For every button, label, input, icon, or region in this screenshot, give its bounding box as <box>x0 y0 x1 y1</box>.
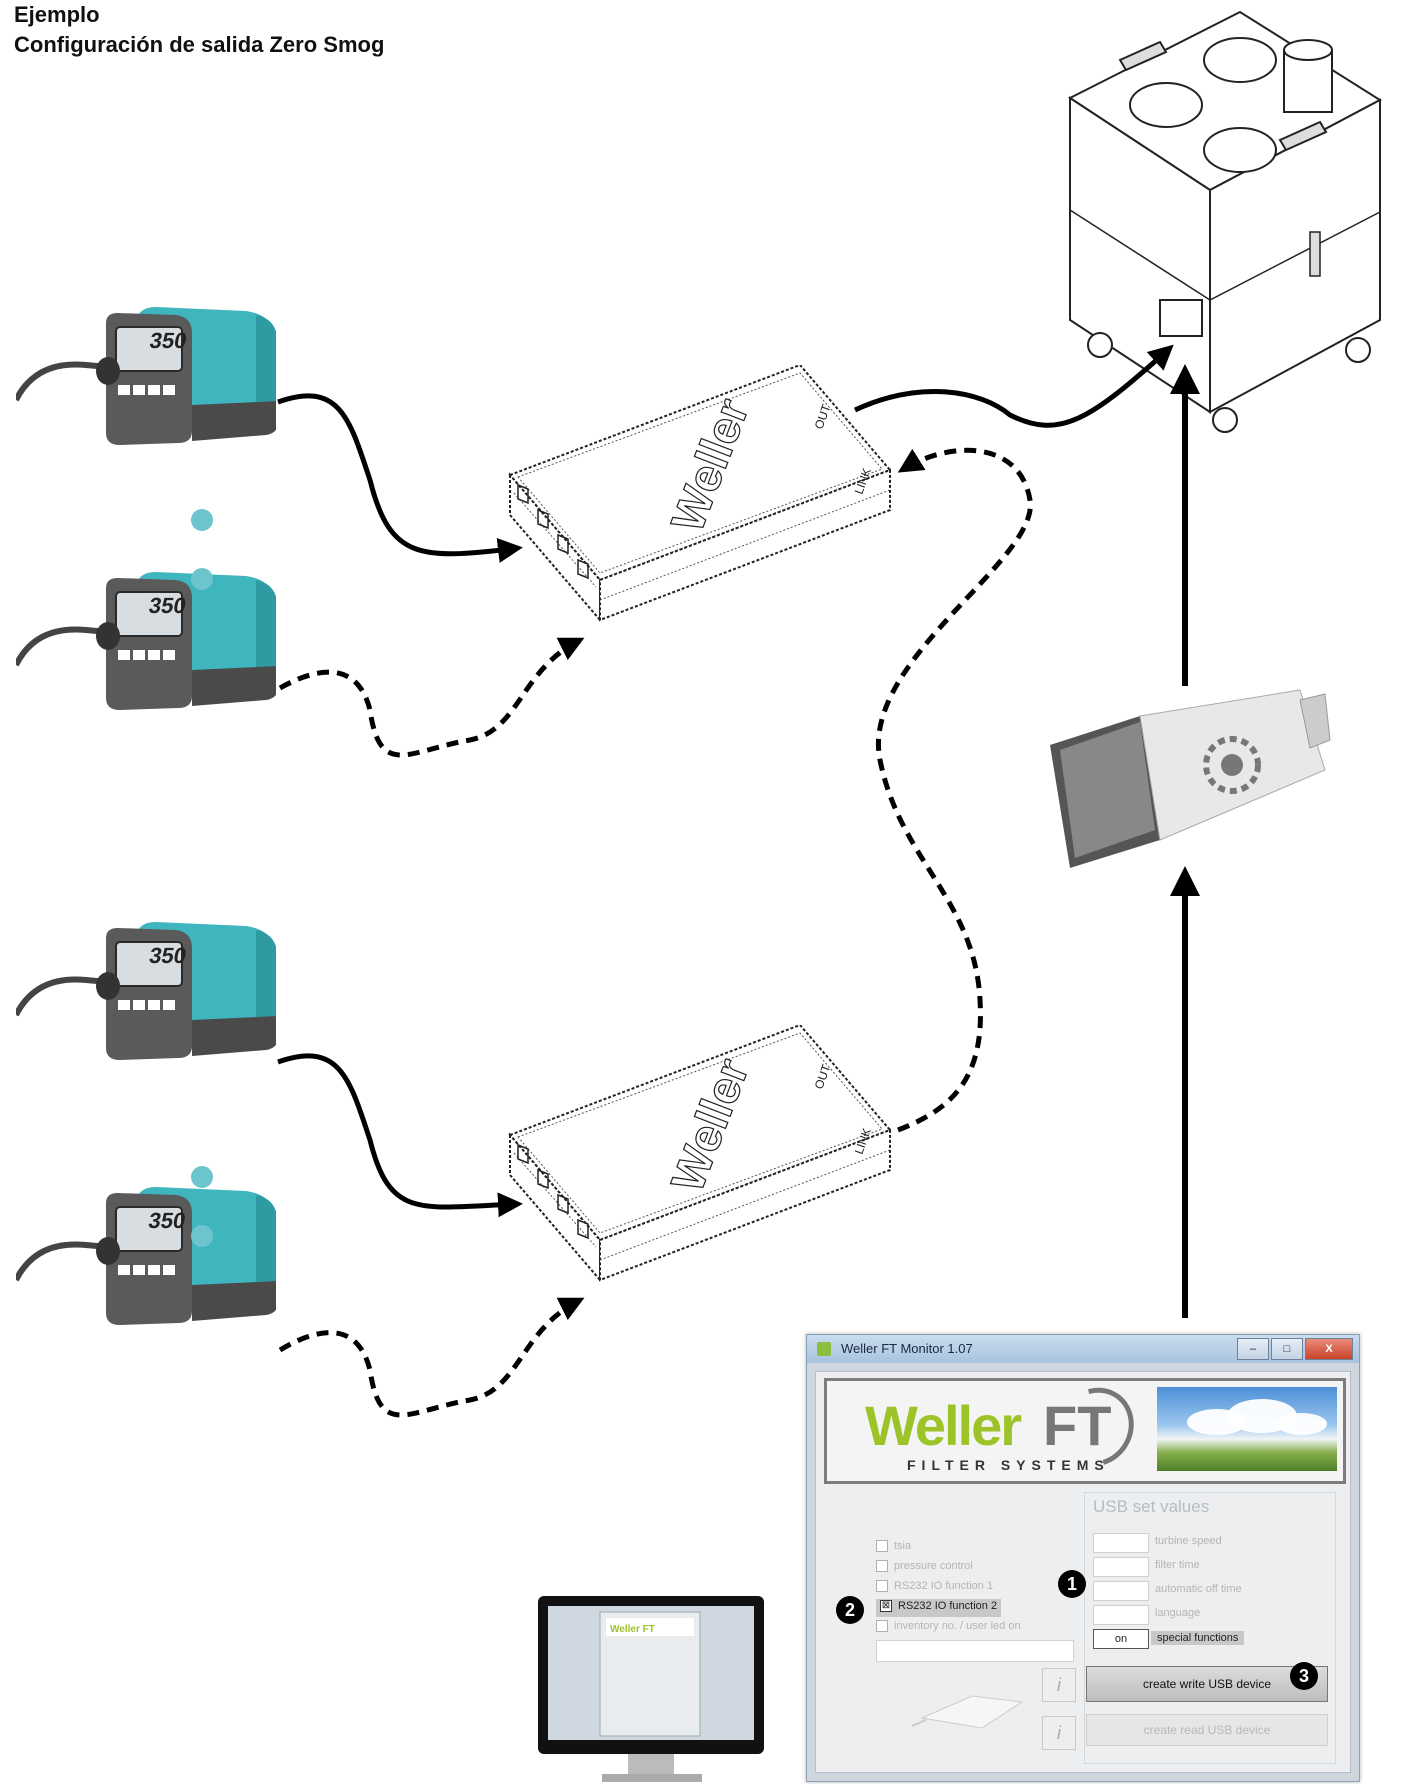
checkbox-label: RS232 IO function 1 <box>894 1580 994 1592</box>
language-label: language <box>1155 1607 1201 1619</box>
usb-panel-header: USB set values <box>1093 1497 1210 1516</box>
automatic-off-time-label: automatic off time <box>1155 1583 1242 1595</box>
special-functions-label: special functions <box>1151 1631 1245 1645</box>
automatic-off-time-input[interactable] <box>1093 1581 1149 1601</box>
logo-subtitle: FILTER SYSTEMS <box>907 1457 1110 1473</box>
soldering-station-3 <box>16 922 278 1060</box>
window-body: Weller FT FILTER SYSTEMS tsia pressure c… <box>815 1371 1351 1773</box>
usb-stick <box>1050 689 1331 868</box>
cable-dashed-station2-hub1 <box>278 637 585 758</box>
usb-ghost-icon <box>912 1695 1024 1729</box>
info-read-button[interactable]: i <box>1042 1716 1076 1750</box>
field-language: language <box>1093 1605 1333 1625</box>
step-badge-3: 3 <box>1290 1662 1318 1690</box>
inventory-input[interactable] <box>876 1640 1074 1662</box>
app-window: Weller FT Monitor 1.07 – □ X Weller FT F… <box>806 1334 1360 1782</box>
soldering-station-1 <box>16 307 278 445</box>
info-write-button[interactable]: i <box>1042 1668 1076 1702</box>
checkbox-label: RS232 IO function 2 <box>898 1600 998 1612</box>
cable-solid-station3-hub2 <box>277 1053 523 1218</box>
window-title: Weller FT Monitor 1.07 <box>841 1341 973 1356</box>
page-heading: Ejemplo Configuración de salida Zero Smo… <box>14 0 384 60</box>
field-special-functions: on special functions <box>1093 1629 1333 1649</box>
checkbox-icon <box>876 1560 888 1573</box>
monitor-mini-logo: Weller FT <box>610 1624 655 1635</box>
step-badge-2: 2 <box>836 1596 864 1624</box>
window-titlebar[interactable]: Weller FT Monitor 1.07 – □ X <box>807 1335 1359 1363</box>
soldering-station-4 <box>16 1187 278 1325</box>
language-input[interactable] <box>1093 1605 1149 1625</box>
ellipsis-dot <box>191 1166 213 1188</box>
step-badge-1: 1 <box>1058 1570 1086 1598</box>
close-button[interactable]: X <box>1305 1338 1353 1360</box>
filter-time-input[interactable] <box>1093 1557 1149 1577</box>
special-functions-input[interactable]: on <box>1093 1629 1149 1649</box>
computer-monitor <box>538 1596 764 1782</box>
filter-time-label: filter time <box>1155 1559 1200 1571</box>
field-automatic-off-time: automatic off time <box>1093 1581 1333 1601</box>
checkbox-icon <box>876 1580 888 1593</box>
app-icon <box>817 1342 831 1356</box>
minimize-button[interactable]: – <box>1237 1338 1269 1360</box>
checkbox-rs232-function-2[interactable]: ⊠ RS232 IO function 2 <box>876 1599 1002 1617</box>
ellipsis-dot <box>191 568 213 590</box>
cable-solid-station1-hub1 <box>277 393 523 563</box>
ellipsis-dot <box>191 509 213 531</box>
checkbox-rs232-function-1[interactable]: RS232 IO function 1 <box>876 1580 993 1596</box>
window-controls: – □ X <box>1237 1338 1353 1360</box>
usb-set-values-panel: USB set values turbine speed filter time… <box>1084 1492 1336 1764</box>
cable-dashed-hub2-hub1 <box>875 447 1033 1133</box>
create-read-usb-button[interactable]: create read USB device <box>1086 1714 1328 1746</box>
field-turbine-speed: turbine speed <box>1093 1533 1333 1553</box>
checkbox-icon <box>876 1540 888 1553</box>
sky-image <box>1157 1387 1337 1471</box>
cable-solid-hub1-filter <box>853 344 1174 428</box>
filter-unit <box>1068 10 1382 433</box>
soldering-station-2 <box>16 572 278 710</box>
cable-dashed-station4-hub2 <box>278 1297 585 1418</box>
checkbox-pressure-control[interactable]: pressure control <box>876 1560 973 1576</box>
station-display-3: 350 <box>147 943 188 968</box>
logo-ft: FT <box>1043 1394 1112 1457</box>
create-write-usb-button[interactable]: create write USB device <box>1086 1666 1328 1702</box>
checkbox-inventory-user-led[interactable]: inventory no. / user led on <box>876 1620 1021 1636</box>
heading-line-1: Ejemplo <box>14 2 100 27</box>
checkbox-label: tsia <box>894 1540 912 1552</box>
maximize-button[interactable]: □ <box>1271 1338 1303 1360</box>
checkbox-icon <box>876 1620 888 1633</box>
checkbox-tsia[interactable]: tsia <box>876 1540 911 1556</box>
station-display-4: 350 <box>147 1208 188 1233</box>
station-display-1: 350 <box>148 328 189 353</box>
turbine-speed-label: turbine speed <box>1155 1535 1222 1547</box>
station-display-2: 350 <box>147 593 188 618</box>
field-filter-time: filter time <box>1093 1557 1333 1577</box>
checkbox-label: inventory no. / user led on <box>894 1620 1021 1632</box>
logo-weller: Weller <box>865 1394 1022 1457</box>
brand-banner: Weller FT FILTER SYSTEMS <box>824 1373 1346 1484</box>
ellipsis-dot <box>191 1225 213 1247</box>
heading-line-2: Configuración de salida Zero Smog <box>14 32 385 57</box>
turbine-speed-input[interactable] <box>1093 1533 1149 1553</box>
checkbox-label: pressure control <box>894 1560 973 1572</box>
checkbox-checked-icon: ⊠ <box>880 1600 892 1613</box>
